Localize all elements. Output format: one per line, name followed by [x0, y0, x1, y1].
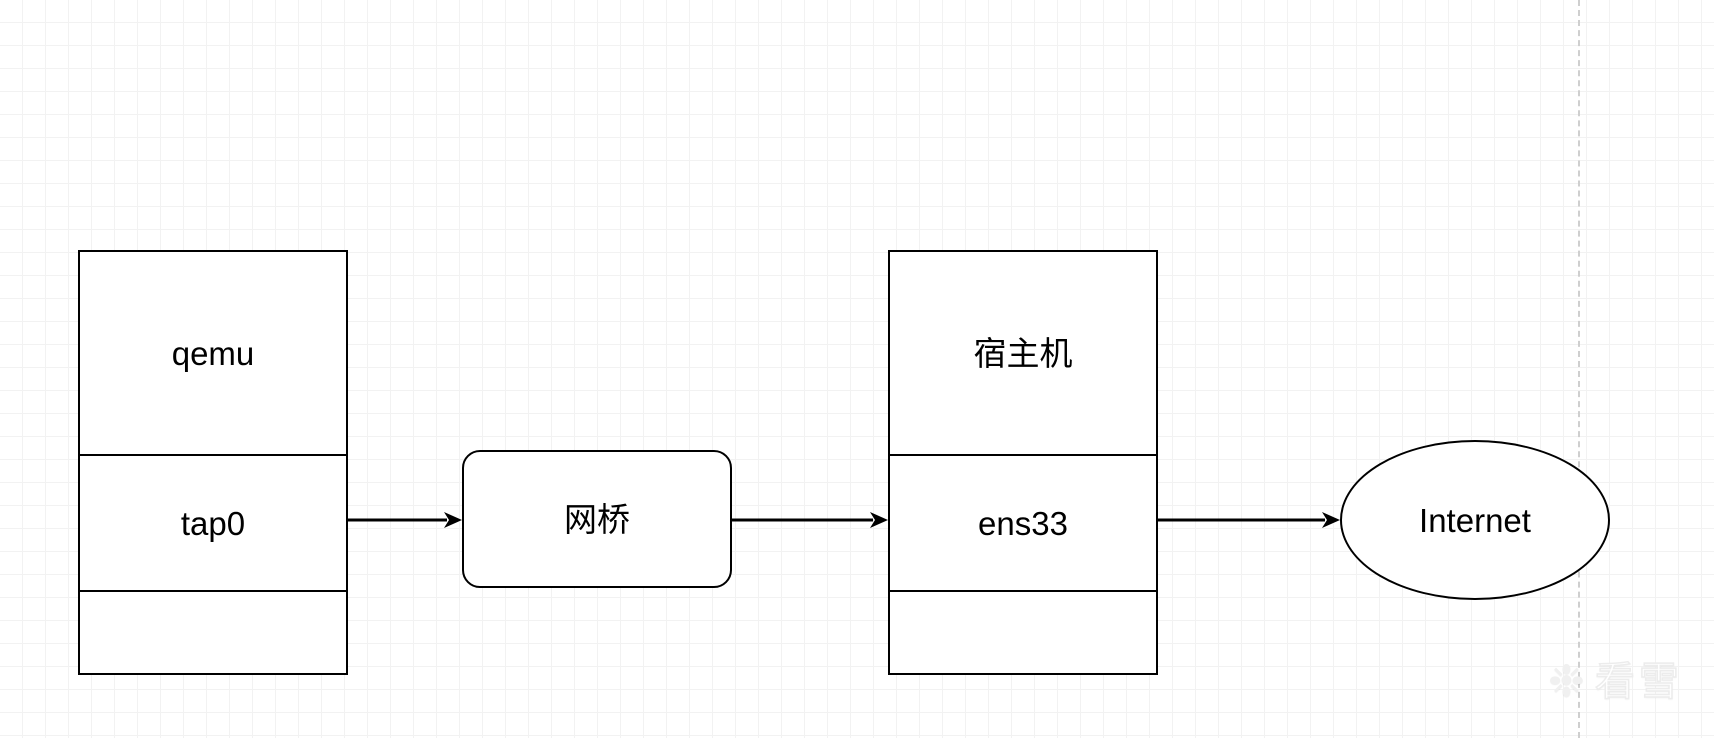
host-section-label: 宿主机	[973, 334, 1073, 372]
qemu-empty-section[interactable]	[80, 590, 346, 677]
arrowhead-icon	[1322, 512, 1340, 528]
edge-ens33-to-internet	[1158, 508, 1340, 532]
snowflake-icon: ❉	[1548, 657, 1585, 706]
bridge-box-label: 网桥	[564, 500, 630, 538]
bridge-box[interactable]: 网桥	[462, 450, 732, 588]
watermark-text: 看雪	[1594, 660, 1683, 704]
arrowhead-icon	[444, 512, 462, 528]
watermark: ❉ 看雪	[1548, 660, 1683, 704]
qemu-section-label: qemu	[171, 334, 255, 372]
qemu-section[interactable]: qemu	[80, 252, 346, 454]
qemu-box[interactable]: qemu tap0	[78, 250, 348, 675]
host-section[interactable]: 宿主机	[890, 252, 1156, 454]
ens33-section[interactable]: ens33	[890, 454, 1156, 590]
arrowhead-icon	[870, 512, 888, 528]
internet-ellipse-label: Internet	[1419, 501, 1531, 539]
edge-bridge-to-ens33	[732, 508, 888, 532]
host-box[interactable]: 宿主机 ens33	[888, 250, 1158, 675]
ens33-section-label: ens33	[978, 504, 1068, 542]
host-empty-section[interactable]	[890, 590, 1156, 677]
tap0-section[interactable]: tap0	[80, 454, 346, 590]
internet-ellipse[interactable]: Internet	[1340, 440, 1610, 600]
edge-tap0-to-bridge	[348, 508, 462, 532]
tap0-section-label: tap0	[180, 504, 246, 542]
page-break-guide	[1578, 0, 1580, 738]
